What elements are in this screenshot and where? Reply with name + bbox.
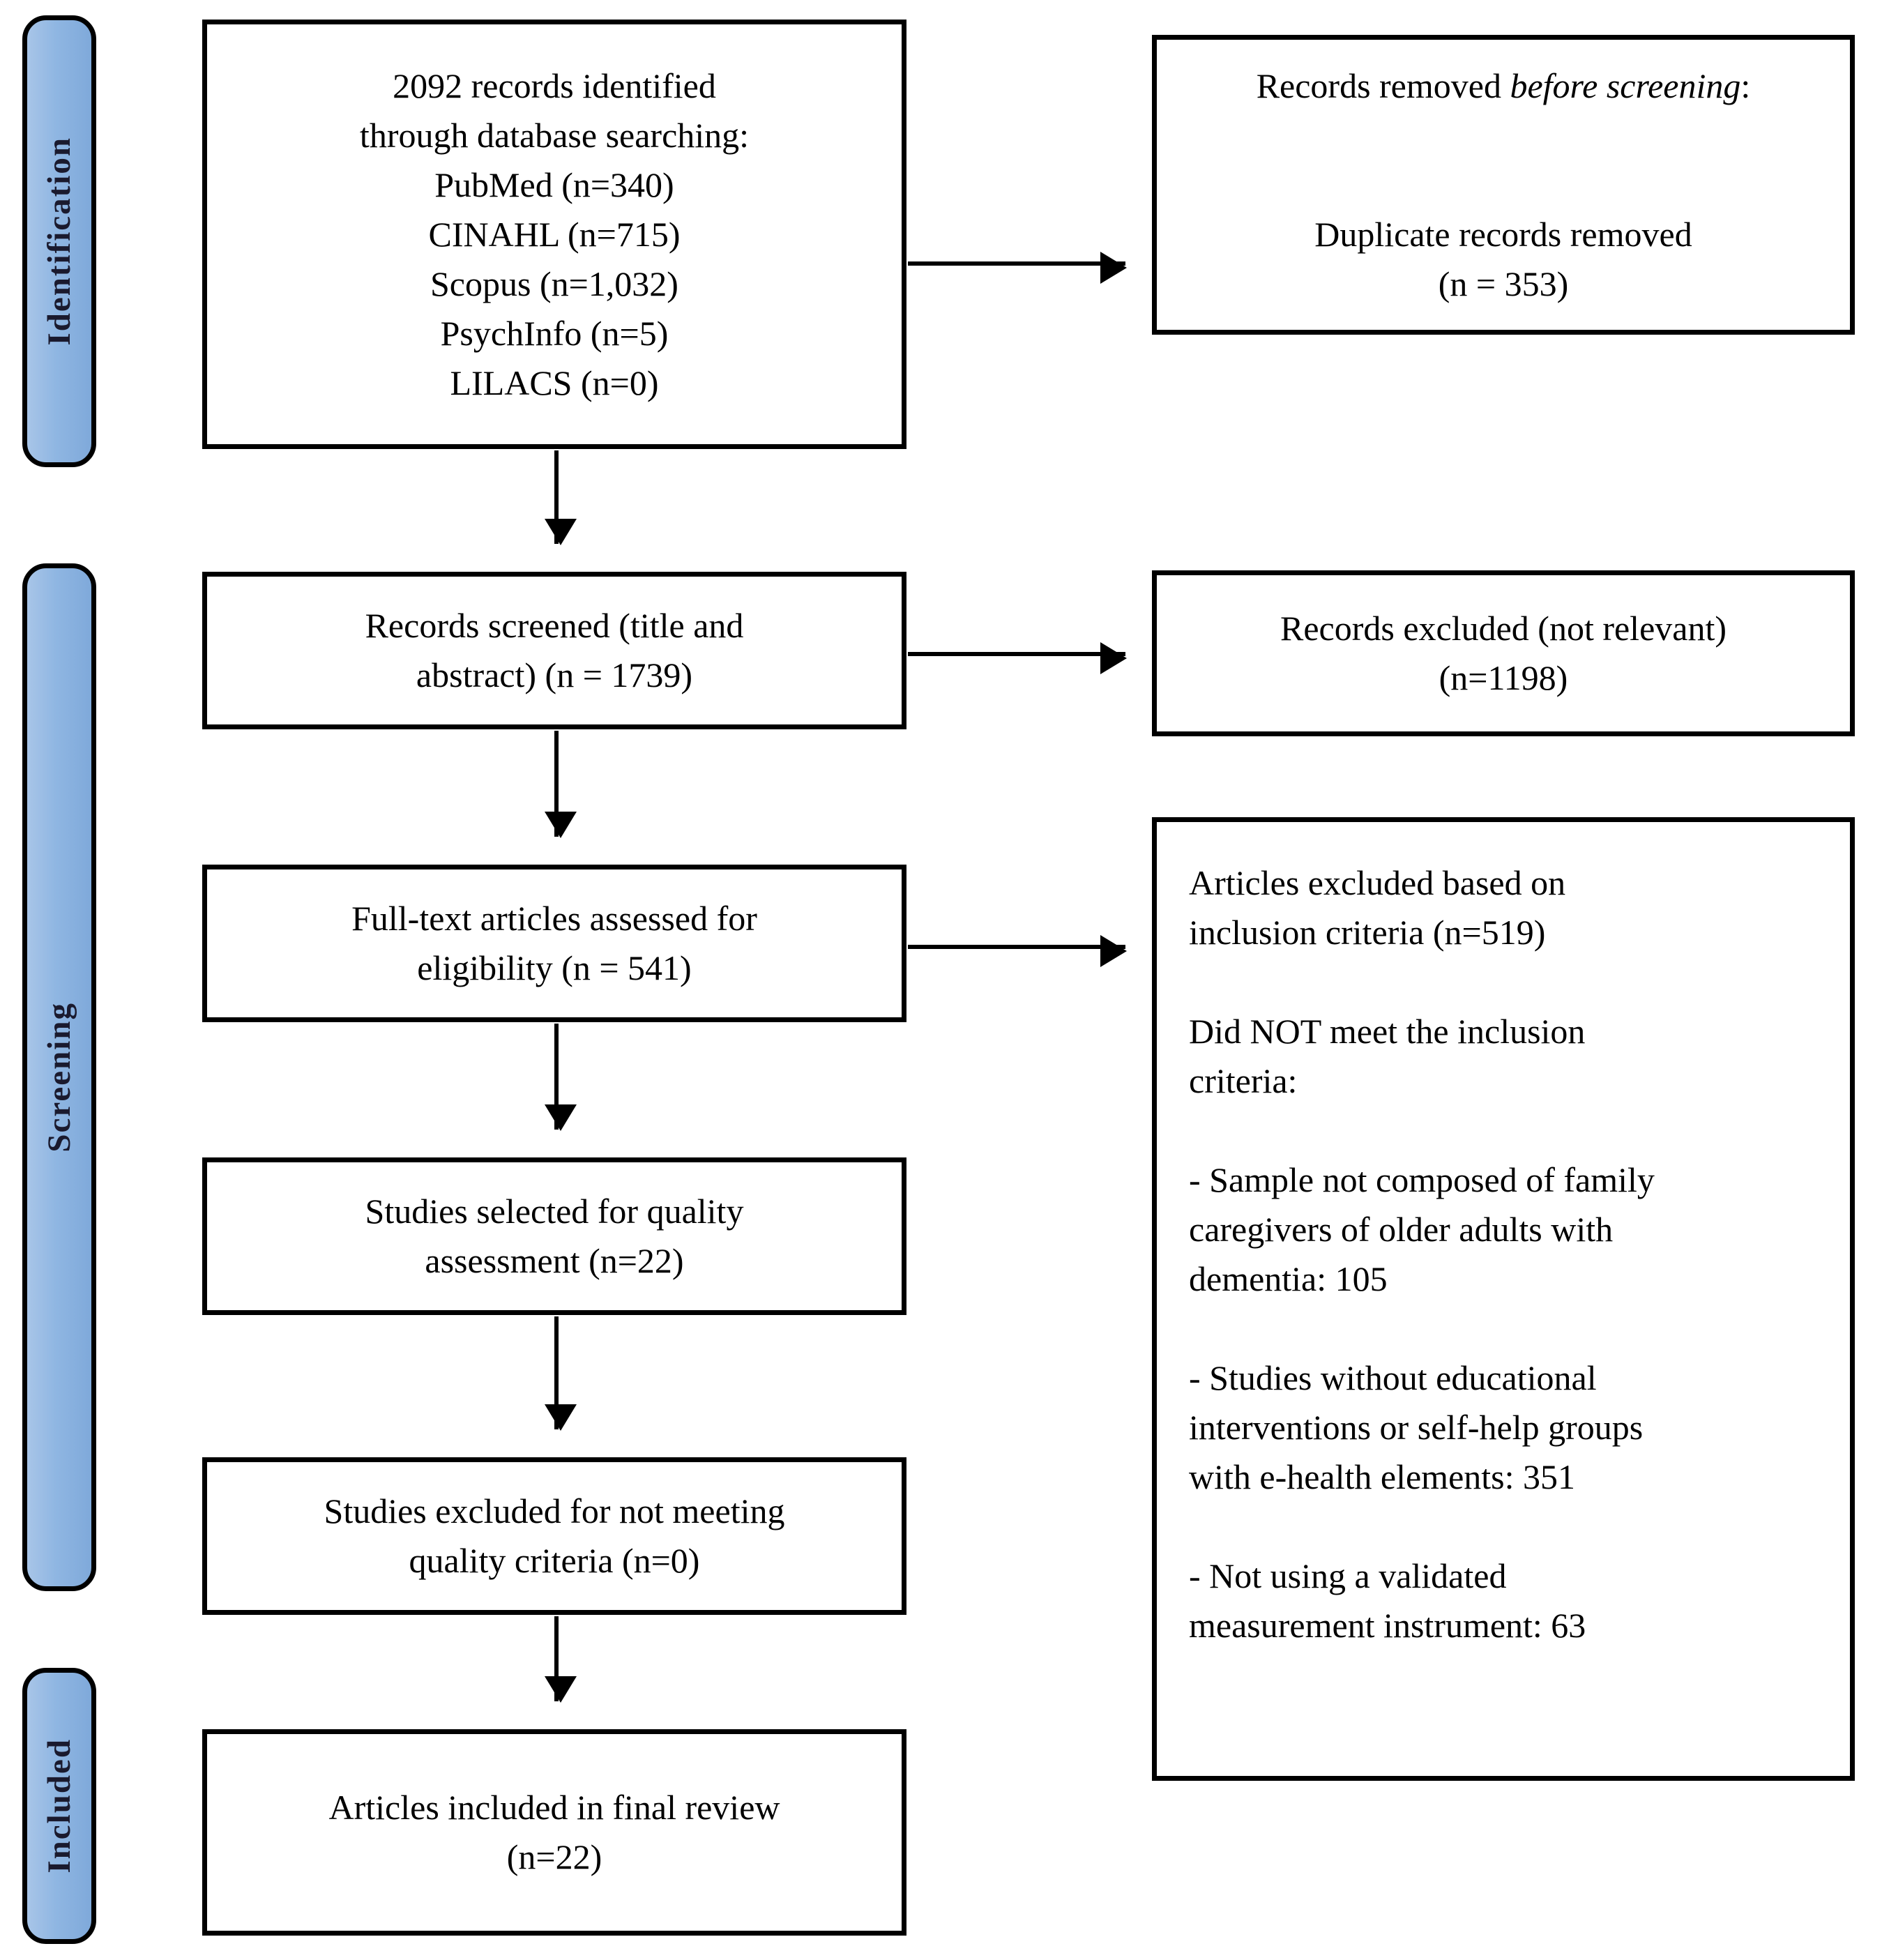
- phase-bar-screening: Screening: [22, 563, 96, 1591]
- box-records-identified: 2092 records identified through database…: [202, 20, 906, 449]
- arrow-identified-to-screened: [545, 450, 577, 545]
- phase-bar-identification: Identification: [22, 15, 96, 467]
- records-removed-heading-italic: before screening: [1510, 66, 1741, 105]
- box-records-excluded-not-relevant-text: Records excluded (not relevant) (n=1198): [1280, 609, 1727, 697]
- phase-label-included: Included: [40, 1738, 77, 1874]
- box-articles-included-text: Articles included in final review (n=22): [328, 1788, 780, 1876]
- box-fulltext-assessed: Full-text articles assessed for eligibil…: [202, 865, 906, 1022]
- records-removed-heading-tail: :: [1740, 66, 1751, 105]
- arrow-screened-to-fulltext: [545, 731, 577, 838]
- arrow-screened-to-records-excluded: [908, 642, 1127, 674]
- box-records-excluded-not-relevant: Records excluded (not relevant) (n=1198): [1152, 570, 1855, 736]
- records-removed-body: Duplicate records removed (n = 353): [1314, 214, 1692, 303]
- box-articles-included: Articles included in final review (n=22): [202, 1729, 906, 1936]
- box-studies-selected-quality-text: Studies selected for quality assessment …: [365, 1192, 744, 1280]
- arrow-fulltext-to-articles-excluded: [908, 935, 1127, 967]
- box-studies-excluded-quality-text: Studies excluded for not meeting quality…: [324, 1491, 785, 1580]
- box-records-removed-text: Records removed before screening: Duplic…: [1257, 61, 1751, 309]
- box-studies-excluded-quality: Studies excluded for not meeting quality…: [202, 1457, 906, 1615]
- box-articles-excluded-inclusion-criteria: Articles excluded based on inclusion cri…: [1152, 817, 1855, 1781]
- box-records-screened: Records screened (title and abstract) (n…: [202, 572, 906, 729]
- box-records-removed-before-screening: Records removed before screening: Duplic…: [1152, 35, 1855, 335]
- phase-label-identification: Identification: [40, 137, 77, 346]
- box-fulltext-assessed-text: Full-text articles assessed for eligibil…: [351, 899, 757, 987]
- arrow-identified-to-duplicates-removed: [908, 252, 1127, 284]
- arrow-fulltext-to-quality-selected: [545, 1024, 577, 1131]
- arrow-quality-selected-to-quality-excluded: [545, 1316, 577, 1431]
- box-studies-selected-quality: Studies selected for quality assessment …: [202, 1157, 906, 1315]
- phase-label-screening: Screening: [40, 1002, 77, 1153]
- box-records-screened-text: Records screened (title and abstract) (n…: [365, 606, 744, 694]
- phase-bar-included: Included: [22, 1668, 96, 1944]
- arrow-quality-excluded-to-included: [545, 1616, 577, 1703]
- box-records-identified-text: 2092 records identified through database…: [359, 66, 750, 402]
- records-removed-heading-plain: Records removed: [1256, 66, 1510, 105]
- box-articles-excluded-inclusion-criteria-text: Articles excluded based on inclusion cri…: [1189, 863, 1655, 1645]
